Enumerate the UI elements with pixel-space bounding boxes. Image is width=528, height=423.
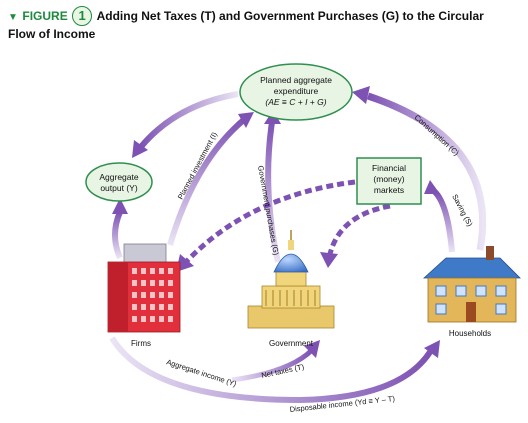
saving-arrow: [432, 189, 455, 253]
figure-title: Adding Net Taxes (T) and Government Purc…: [96, 9, 484, 23]
planned-ae-line-3: (AE ≡ C + I + G): [265, 97, 326, 107]
figure-label: FIGURE: [22, 9, 68, 23]
planned-ae-line-2: expenditure: [274, 86, 319, 96]
aggregate-output-line-2: output (Y): [100, 183, 137, 193]
figure-header: ▼ FIGURE 1 Adding Net Taxes (T) and Gove…: [8, 6, 523, 41]
planned-investment-arrow: [167, 115, 248, 246]
planned-investment-arrowhead: [238, 112, 254, 128]
consumption-arrow: [366, 92, 487, 251]
consumption-arrowhead: [352, 86, 370, 104]
financial-markets-line-2: (money): [373, 174, 404, 184]
government-purchases-arrow: [265, 121, 281, 263]
figure-title-continued: Flow of Income: [8, 27, 96, 41]
aggregate-output-node: [85, 162, 153, 202]
figure-title-line-1: ▼ FIGURE 1 Adding Net Taxes (T) and Gove…: [8, 6, 523, 26]
aggregate-income-arrow: [109, 336, 433, 404]
ae-to-output-arrow: [137, 91, 239, 150]
financial-markets-line-3: markets: [374, 185, 404, 195]
net-taxes-arrowhead: [304, 340, 320, 358]
net-taxes-label: Net taxes (T): [261, 362, 306, 380]
planned-ae-line-1: Planned aggregate: [260, 75, 332, 85]
consumption-label: Consumption (C): [413, 113, 462, 158]
saving-label: Saving (S): [450, 193, 475, 229]
financial-to-government-arrowhead: [320, 252, 338, 268]
financial-markets-node: [356, 157, 422, 205]
households-label: Households: [449, 329, 491, 338]
planned-ae-node: [239, 63, 353, 121]
financial-to-firms-dashed-arrow: [184, 179, 356, 264]
firms-building-icon: [107, 243, 181, 333]
triangle-down-icon: ▼: [8, 12, 18, 23]
figure-number-badge: 1: [72, 6, 93, 26]
disposable-income-arrowhead: [424, 340, 440, 358]
capitol-building-icon: [247, 230, 335, 329]
financial-to-government-dashed-arrow: [327, 203, 391, 255]
ae-to-output-arrowhead: [132, 140, 148, 158]
net-taxes-arrow: [231, 348, 314, 383]
financial-to-firms-arrowhead: [176, 254, 194, 272]
government-label: Government: [269, 339, 314, 348]
firms-label: Firms: [131, 339, 151, 348]
firms-to-output-arrow: [112, 210, 123, 260]
planned-investment-label: Planned investment (I): [176, 130, 219, 201]
aggregate-output-line-1: Aggregate: [99, 172, 138, 182]
financial-markets-line-1: Financial: [372, 163, 406, 173]
house-icon: [422, 246, 521, 323]
firms-to-output-arrowhead: [112, 198, 128, 214]
saving-arrowhead: [424, 180, 440, 194]
